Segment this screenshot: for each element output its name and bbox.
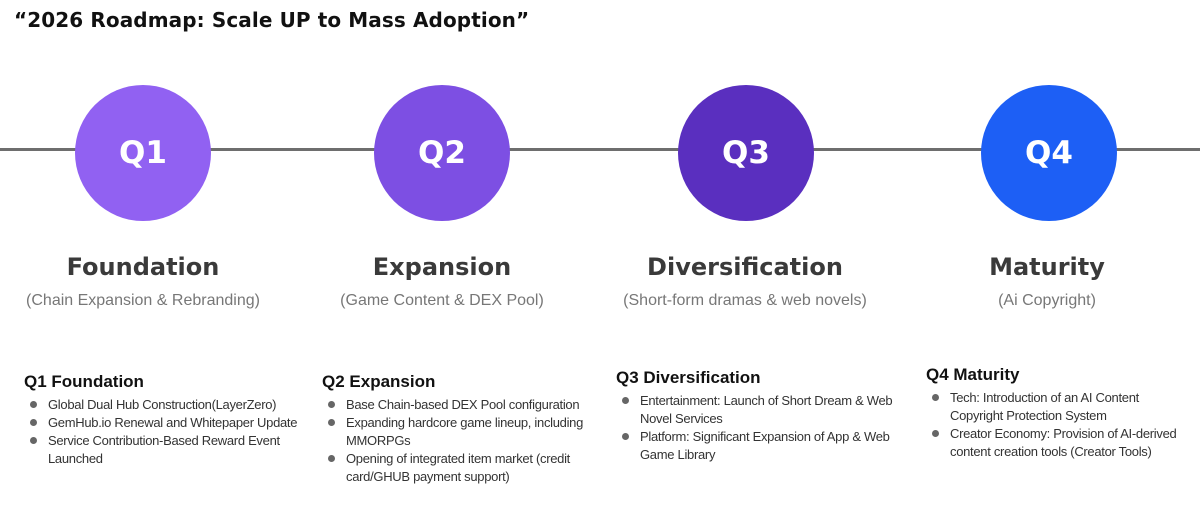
phase-name: Diversification	[647, 253, 843, 281]
list-item-text: Expanding hardcore game lineup, includin…	[346, 415, 584, 448]
phase-label: Q3	[722, 135, 770, 171]
list-item: Global Dual Hub Construction(LayerZero)	[24, 396, 306, 414]
bullet-icon	[30, 401, 37, 408]
list-item-text: Opening of integrated item market (credi…	[346, 451, 570, 484]
phase-label: Q1	[119, 135, 167, 171]
bullet-icon	[622, 397, 629, 404]
list-item-text: Entertainment: Launch of Short Dream & W…	[640, 393, 893, 426]
detail-list: Base Chain-based DEX Pool configuration …	[322, 396, 610, 486]
detail-title: Q4 Maturity	[926, 365, 1020, 384]
list-item: Service Contribution-Based Reward Event …	[24, 432, 306, 468]
bullet-icon	[932, 394, 939, 401]
list-item-text: Base Chain-based DEX Pool configuration	[346, 397, 580, 412]
detail-title: Q3 Diversification	[616, 368, 761, 387]
detail-list: Entertainment: Launch of Short Dream & W…	[616, 392, 896, 464]
list-item: Creator Economy: Provision of AI-derived…	[926, 425, 1188, 461]
list-item-text: GemHub.io Renewal and Whitepaper Update	[48, 415, 298, 430]
phase-circle-q1: Q1	[75, 85, 211, 221]
list-item: GemHub.io Renewal and Whitepaper Update	[24, 414, 306, 432]
list-item-text: Creator Economy: Provision of AI-derived…	[950, 426, 1177, 459]
phase-label: Q4	[1025, 135, 1073, 171]
phase-name: Maturity	[989, 253, 1105, 281]
list-item-text: Tech: Introduction of an AI Content Copy…	[950, 390, 1139, 423]
list-item: Entertainment: Launch of Short Dream & W…	[616, 392, 896, 428]
list-item-text: Service Contribution-Based Reward Event …	[48, 433, 280, 466]
detail-title: Q1 Foundation	[24, 372, 144, 391]
phase-subtitle: (Short-form dramas & web novels)	[623, 292, 867, 309]
phase-name: Foundation	[66, 253, 220, 281]
bullet-icon	[328, 419, 335, 426]
phase-label: Q2	[418, 135, 466, 171]
bullet-icon	[328, 455, 335, 462]
detail-list: Global Dual Hub Construction(LayerZero) …	[24, 396, 306, 468]
phase-q2: Q2 Expansion (Game Content & DEX Pool)	[282, 0, 602, 512]
bullet-icon	[622, 433, 629, 440]
phase-circle-q2: Q2	[374, 85, 510, 221]
phase-circle-q4: Q4	[981, 85, 1117, 221]
phase-name: Expansion	[372, 253, 512, 281]
phase-subtitle: (Chain Expansion & Rebranding)	[26, 292, 260, 309]
phase-q3: Q3 Diversification (Short-form dramas & …	[585, 0, 905, 512]
detail-list: Tech: Introduction of an AI Content Copy…	[926, 389, 1188, 461]
bullet-icon	[30, 437, 37, 444]
list-item: Base Chain-based DEX Pool configuration	[322, 396, 610, 414]
list-item: Platform: Significant Expansion of App &…	[616, 428, 896, 464]
list-item: Tech: Introduction of an AI Content Copy…	[926, 389, 1188, 425]
detail-q2: Q2 Expansion Base Chain-based DEX Pool c…	[322, 372, 610, 486]
list-item: Expanding hardcore game lineup, includin…	[322, 414, 610, 450]
detail-title: Q2 Expansion	[322, 372, 436, 391]
detail-q1: Q1 Foundation Global Dual Hub Constructi…	[24, 372, 306, 468]
list-item-text: Platform: Significant Expansion of App &…	[640, 429, 890, 462]
list-item: Opening of integrated item market (credi…	[322, 450, 610, 486]
page-title: “2026 Roadmap: Scale UP to Mass Adoption…	[14, 8, 530, 32]
phase-subtitle: (Game Content & DEX Pool)	[340, 292, 544, 309]
bullet-icon	[328, 401, 335, 408]
phase-subtitle: (Ai Copyright)	[998, 292, 1096, 309]
bullet-icon	[30, 419, 37, 426]
timeline-line	[0, 148, 1200, 151]
detail-q3: Q3 Diversification Entertainment: Launch…	[616, 368, 896, 464]
phase-circle-q3: Q3	[678, 85, 814, 221]
bullet-icon	[932, 430, 939, 437]
phase-q4: Q4 Maturity (Ai Copyright)	[887, 0, 1200, 512]
phase-q1: Q1 Foundation (Chain Expansion & Rebrand…	[0, 0, 303, 512]
detail-q4: Q4 Maturity Tech: Introduction of an AI …	[926, 365, 1188, 461]
list-item-text: Global Dual Hub Construction(LayerZero)	[48, 397, 277, 412]
